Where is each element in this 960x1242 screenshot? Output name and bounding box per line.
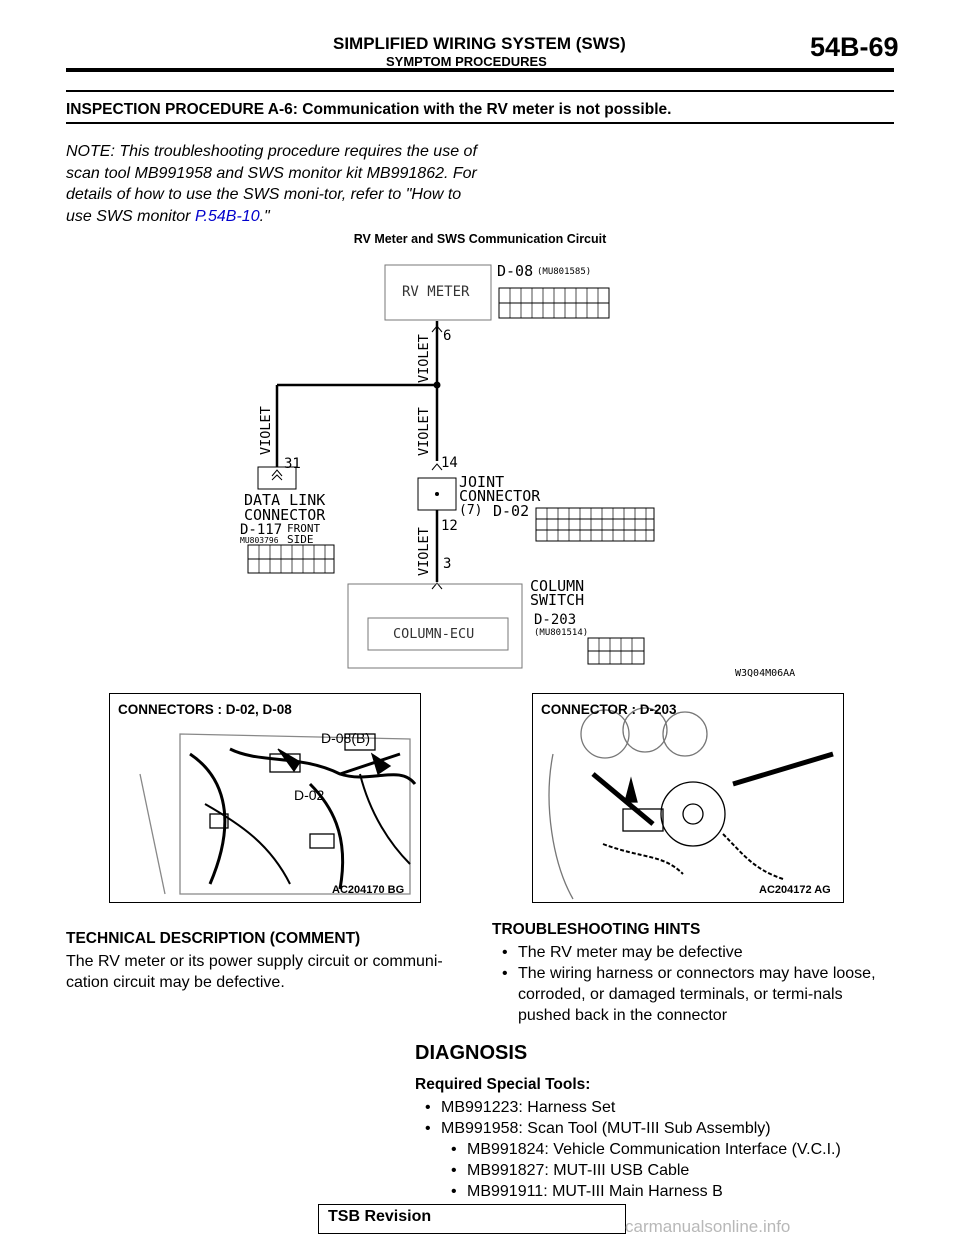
circuit-diagram	[247, 264, 655, 669]
dlc-pin-number: 31	[284, 456, 301, 472]
photo-connector-d203: CONNECTOR : D-203 AC204172 AG	[532, 693, 844, 903]
column-ecu-box	[367, 617, 509, 651]
technical-heading: TECHNICAL DESCRIPTION (COMMENT)	[66, 930, 361, 947]
special-tools-heading: Required Special Tools:	[415, 1076, 591, 1093]
wire-color-label-2: VIOLET	[416, 407, 432, 456]
rv-part-number: (MU801585)	[537, 267, 592, 277]
joint-connector-box	[417, 477, 457, 511]
note-end: ."	[259, 207, 270, 225]
photo-connectors-d02-d08: CONNECTORS : D-02, D-08 D-08(B) D-02 AC2…	[109, 693, 421, 903]
column-ecu-label: COLUMN-ECU	[393, 626, 475, 642]
page-number: 54B-69	[810, 32, 899, 62]
joint-connector-id: D-02	[493, 502, 530, 520]
column-switch-box	[347, 583, 523, 669]
wire-color-label-4: VIOLET	[416, 527, 432, 576]
wire-color-label-3: VIOLET	[258, 406, 274, 455]
dlc-connector-id: D-117	[240, 522, 283, 538]
tool-item-1: MB991223: Harness Set	[415, 1097, 895, 1118]
procedure-rule-bottom	[66, 122, 894, 124]
dlc-front-label-1: FRONT	[287, 522, 321, 535]
section-subtitle: SYMPTOM PROCEDURES	[386, 54, 547, 69]
wire-color-label-1: VIOLET	[416, 334, 432, 383]
hint-item-2: The wiring harness or connectors may hav…	[492, 963, 894, 1026]
hint-item-1: The RV meter may be defective	[492, 942, 894, 963]
section-title: SIMPLIFIED WIRING SYSTEM (SWS)	[333, 34, 626, 53]
joint-pin-in: 14	[441, 455, 458, 471]
rv-meter-label: RV METER	[402, 284, 470, 300]
diagnosis-heading: DIAGNOSIS	[415, 1042, 528, 1064]
joint-pin-out: 12	[441, 518, 458, 534]
special-subtools-list: MB991824: Vehicle Communication Interfac…	[441, 1139, 901, 1202]
joint-dot	[435, 492, 439, 496]
technical-body: The RV meter or its power supply circuit…	[66, 953, 443, 991]
photo-left-code: AC204170 BG	[332, 884, 405, 896]
dlc-label-1: DATA LINK	[244, 491, 326, 509]
callout-d08b: D-08(B)	[321, 730, 371, 746]
procedure-title: INSPECTION PROCEDURE A-6: Communication …	[66, 101, 672, 118]
note-text: NOTE: This troubleshooting procedure req…	[66, 143, 477, 225]
dlc-box	[257, 466, 297, 490]
figure-code: W3Q04M06AA	[735, 668, 796, 679]
rv-meter-box	[384, 264, 492, 321]
rv-pin-number: 6	[443, 328, 452, 344]
column-part-number: (MU801514)	[534, 628, 589, 638]
column-switch-label-1: COLUMN	[530, 577, 585, 595]
procedure-rule-top	[66, 90, 894, 92]
rv-connector-id: D-08	[497, 262, 534, 280]
column-switch-label-2: SWITCH	[530, 591, 585, 609]
photo-right-label: CONNECTOR : D-203	[541, 702, 677, 717]
tool-item-2: MB991958: Scan Tool (MUT-III Sub Assembl…	[415, 1118, 895, 1139]
joint-number: (7)	[459, 503, 483, 518]
column-connector-id: D-203	[534, 612, 577, 628]
hints-list: The RV meter may be defective The wiring…	[492, 942, 894, 1026]
dlc-label-2: CONNECTOR	[244, 506, 326, 524]
watermark: carmanualsonline.info	[625, 1217, 791, 1236]
photo-left-label: CONNECTORS : D-02, D-08	[118, 702, 292, 717]
subtool-item-1: MB991824: Vehicle Communication Interfac…	[441, 1139, 901, 1160]
tsb-revision-box	[318, 1204, 626, 1234]
note-paragraph: NOTE: This troubleshooting procedure req…	[66, 141, 486, 227]
subtool-item-2: MB991827: MUT-III USB Cable	[441, 1160, 901, 1181]
dlc-front-label-2: SIDE	[287, 533, 314, 546]
tsb-revision-label: TSB Revision	[328, 1208, 432, 1225]
header-rule	[66, 68, 894, 72]
subtool-item-3: MB991911: MUT-III Main Harness B	[441, 1181, 901, 1202]
column-pin-number: 3	[443, 556, 452, 572]
steering-column-illustration	[548, 707, 834, 900]
photo-right-code: AC204172 AG	[759, 884, 831, 896]
special-tools-list: MB991223: Harness Set MB991958: Scan Too…	[415, 1097, 895, 1139]
hints-heading: TROUBLESHOOTING HINTS	[492, 921, 701, 938]
dashboard-wiring-illustration	[139, 733, 417, 895]
callout-d02: D-02	[294, 787, 325, 803]
circuit-title: RV Meter and SWS Communication Circuit	[353, 232, 607, 246]
d02-connector	[535, 507, 655, 542]
joint-label-2: CONNECTOR	[459, 487, 541, 505]
splice-dot	[433, 381, 441, 389]
joint-label-1: JOINT	[459, 473, 505, 491]
note-page-link[interactable]: P.54B-10	[194, 207, 260, 225]
dlc-part-number: MU803796	[240, 536, 279, 545]
